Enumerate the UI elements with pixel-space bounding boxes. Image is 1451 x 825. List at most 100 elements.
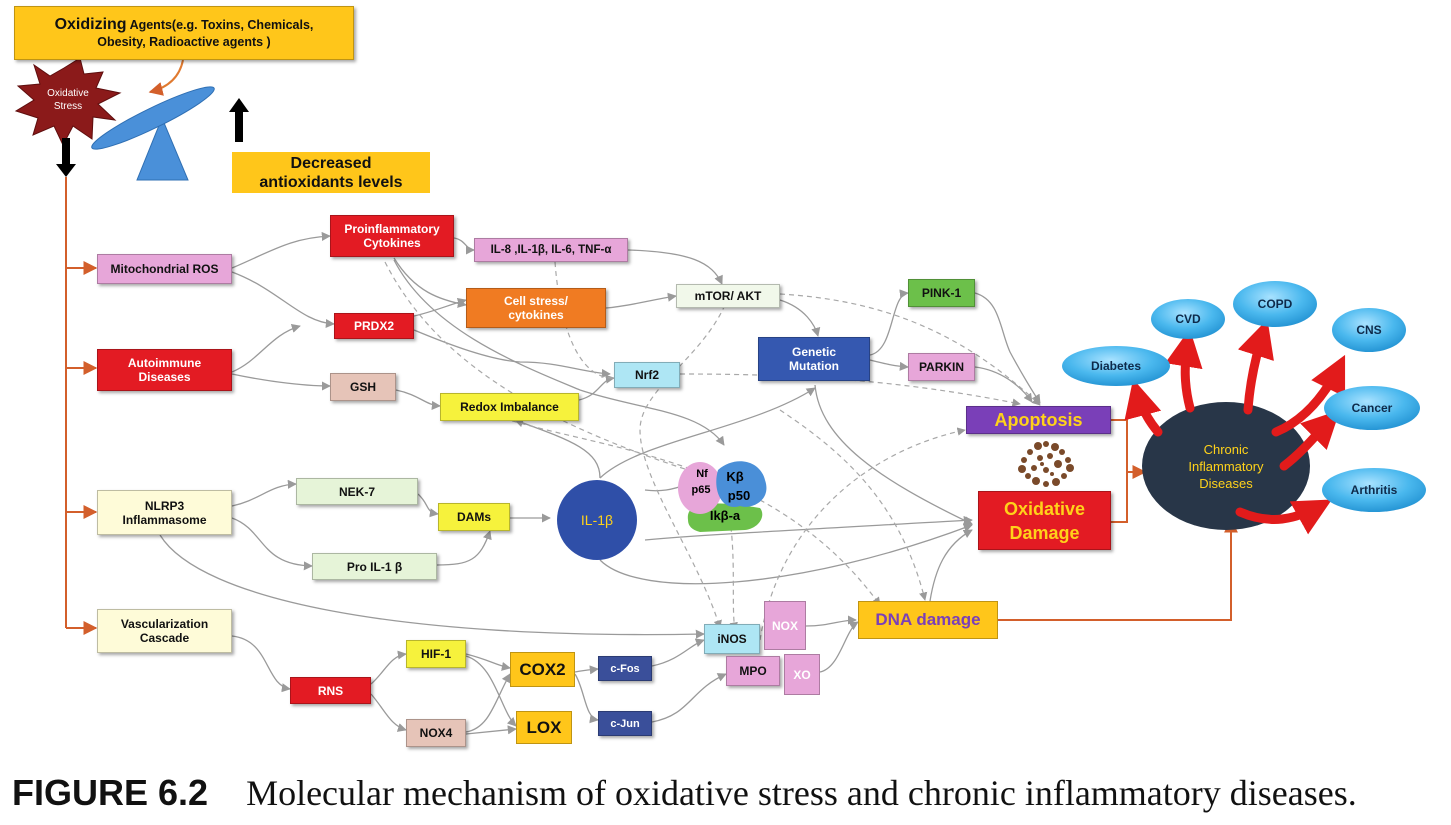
nlrp3-box: NLRP3 Inflammasome [97,490,232,535]
main-trunk [65,177,1238,635]
curved-orange-arrow [148,59,184,96]
cancer-ellipse-shape [1324,386,1420,430]
mtor-text: mTOR/ AKT [694,289,762,303]
nek7-box: NEK-7 [296,478,418,505]
redox-text: Redox Imbalance [460,400,559,414]
nlrp3-line2: Inflammasome [122,512,207,527]
vascularization-line1: Vascularization [120,617,209,631]
oxidative-damage-line1: Oxidative [1003,498,1086,519]
lox-box: LOX [516,711,572,744]
il1b-text: IL-1β [580,512,614,528]
oxidizing-line2-text: Obesity, Radioactive agents ) [97,34,271,49]
arthritis-ellipse-shape [1322,468,1426,512]
xo-box: XO [784,654,820,695]
autoimmune-line2: Diseases [138,370,191,384]
oxidative-stress-line1: Oxidative [47,88,89,99]
il1b-circle-shape [557,480,637,560]
starburst-shape [14,57,122,147]
xo-text: XO [793,667,811,682]
nf-label: Nf [690,466,714,482]
arthritis-label: Arthritis [1324,480,1424,500]
apoptosis-text: Apoptosis [994,410,1083,430]
oxidative-stress-line2: Stress [53,101,83,112]
lox-text: LOX [526,717,562,737]
mitochondrial-ros-text: Mitochondrial ROS [110,262,219,276]
proinflammatory-box: Proinflammatory Cytokines [330,215,454,257]
oxidative-damage-line2: Damage [1009,522,1080,543]
nrf2-text: Nrf2 [634,368,659,382]
diabetes-label: Diabetes [1066,356,1166,376]
prdx2-box: PRDX2 [334,313,414,339]
oxidative-damage-box: Oxidative Damage [978,491,1111,550]
cvd-ellipse-shape [1151,299,1225,339]
gsh-box: GSH [330,373,396,401]
p50-label: p50 [722,486,756,504]
vascularization-line2: Cascade [139,631,190,645]
nrf2-box: Nrf2 [614,362,680,388]
parkin-text: PARKIN [918,360,965,374]
diabetes-ellipse-shape [1062,346,1170,386]
pink1-box: PINK-1 [908,279,975,307]
cjun-box: c-Jun [598,711,652,736]
oxidizing-bold-text: Oxidizing [54,15,127,33]
cns-text: CNS [1356,323,1382,337]
cns-label: CNS [1334,320,1404,340]
mitochondrial-ros-box: Mitochondrial ROS [97,254,232,284]
copd-ellipse-shape [1233,281,1317,327]
arthritis-text: Arthritis [1350,483,1398,497]
dashed-connectors [384,261,1041,641]
kb-label: Kβ [720,467,750,485]
hif1-box: HIF-1 [406,640,466,668]
p65-text: p65 [691,484,711,496]
chronic-line2: Inflammatory [1188,458,1264,474]
copd-text: COPD [1257,297,1293,311]
rns-box: RNS [290,677,371,704]
il-list-box: IL-8 ,IL-1β, IL-6, TNF-α [474,238,628,262]
oxidative-stress-label: Oxidative Stress [38,85,98,115]
hif1-text: HIF-1 [421,647,451,661]
cell-stress-line1: Cell stress/ [503,294,569,308]
dna-damage-text: DNA damage [875,610,981,629]
nox4-box: NOX4 [406,719,466,747]
genetic-mutation-box: Genetic Mutation [758,337,870,381]
cfos-text: c-Fos [610,662,640,675]
seesaw-plank [91,86,215,150]
pro-il1b-text: Pro IL-1 β [346,559,403,574]
pink1-text: PINK-1 [921,286,962,300]
cvd-text: CVD [1175,312,1201,326]
nfkb-complex [678,461,767,532]
inos-text: iNOS [717,632,747,646]
disease-arrows [1124,319,1346,535]
oxidizing-agents-box: Oxidizing Agents(e.g. Toxins, Chemicals,… [14,6,354,60]
autoimmune-box: Autoimmune Diseases [97,349,232,391]
parkin-box: PARKIN [908,353,975,381]
cns-ellipse-shape [1332,308,1406,352]
proinflammatory-line2: Cytokines [363,236,421,250]
cell-stress-line2: cytokines [508,308,564,322]
nox-text: NOX [771,618,798,633]
down-arrow-icon [56,138,76,177]
cfos-box: c-Fos [598,656,652,681]
decreased-line1: Decreased [290,154,372,172]
apoptosis-box: Apoptosis [966,406,1111,434]
nox-box: NOX [764,601,806,650]
oxidizing-rest-text: Agents(e.g. Toxins, Chemicals, [126,17,314,32]
dams-text: DAMs [456,510,491,524]
autoimmune-line1: Autoimmune [127,356,202,370]
vascularization-box: Vascularization Cascade [97,609,232,653]
il1b-label: IL-1β [557,508,637,532]
mtor-box: mTOR/ AKT [676,284,780,308]
decreased-line2: antioxidants levels [259,173,403,191]
cjun-text: c-Jun [610,717,640,730]
chronic-ellipse-shape [1142,402,1310,530]
diabetes-text: Diabetes [1090,359,1142,373]
figure-number: FIGURE 6.2 [12,772,209,813]
chronic-label: Chronic Inflammatory Diseases [1150,436,1302,496]
kb-text: Kβ [726,468,744,484]
ikb-text: Ikβ-a [709,507,741,523]
proinflammatory-line1: Proinflammatory [344,222,440,236]
il-list-text: IL-8 ,IL-1β, IL-6, TNF-α [490,244,612,256]
cancer-label: Cancer [1326,398,1418,418]
cell-debris [1018,441,1074,487]
